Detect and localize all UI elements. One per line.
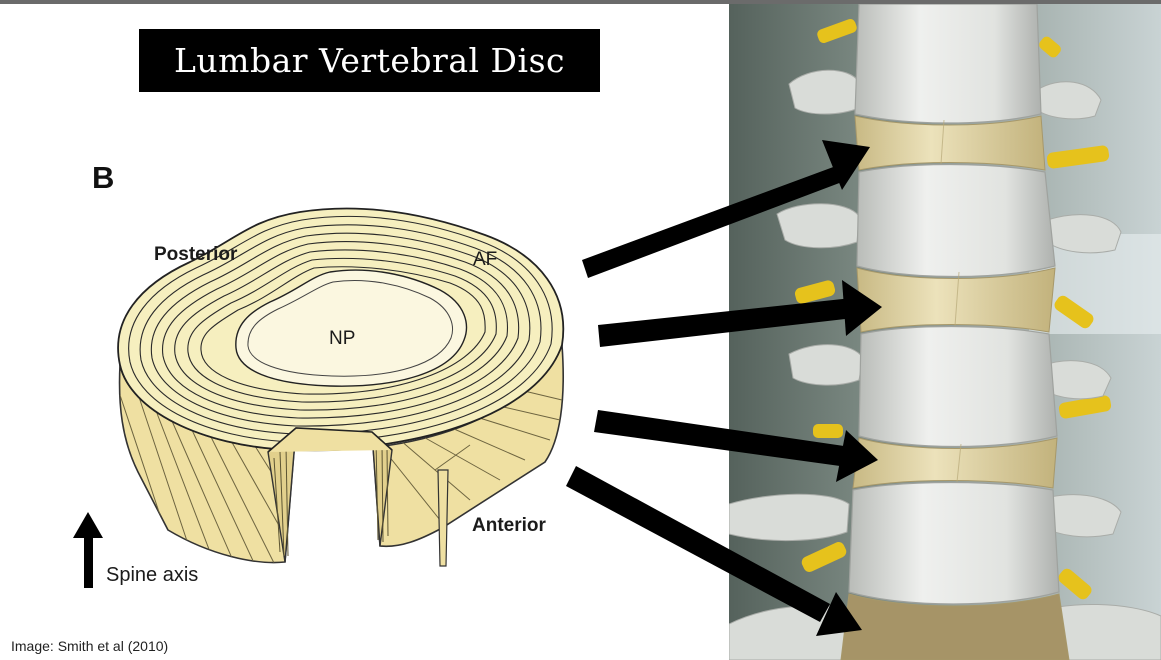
top-border (0, 0, 1161, 4)
spine-axis-label: Spine axis (106, 564, 199, 586)
anterior-label: Anterior (472, 515, 546, 536)
spine-model-drawing (729, 4, 1161, 660)
photo-disc-1 (854, 115, 1046, 171)
nucleus-pulposus-label: NP (329, 328, 356, 349)
annulus-fibrosus-label: AF (473, 249, 498, 270)
disc-top-surface (117, 207, 565, 453)
spine-axis-arrow (73, 512, 103, 588)
photo-disc-3 (852, 437, 1058, 489)
disc-side-band (118, 342, 564, 567)
photo-disc-4 (840, 593, 1070, 660)
panel-letter: B (92, 160, 115, 195)
spine-model-photo (729, 4, 1161, 660)
slide-title: Lumbar Vertebral Disc (174, 41, 565, 80)
image-credit-caption: Image: Smith et al (2010) (11, 638, 169, 654)
title-banner: Lumbar Vertebral Disc (139, 29, 600, 92)
nucleus-region (235, 269, 468, 387)
posterior-label: Posterior (154, 244, 238, 265)
photo-disc-2 (856, 267, 1056, 333)
disc-illustration (73, 207, 565, 588)
